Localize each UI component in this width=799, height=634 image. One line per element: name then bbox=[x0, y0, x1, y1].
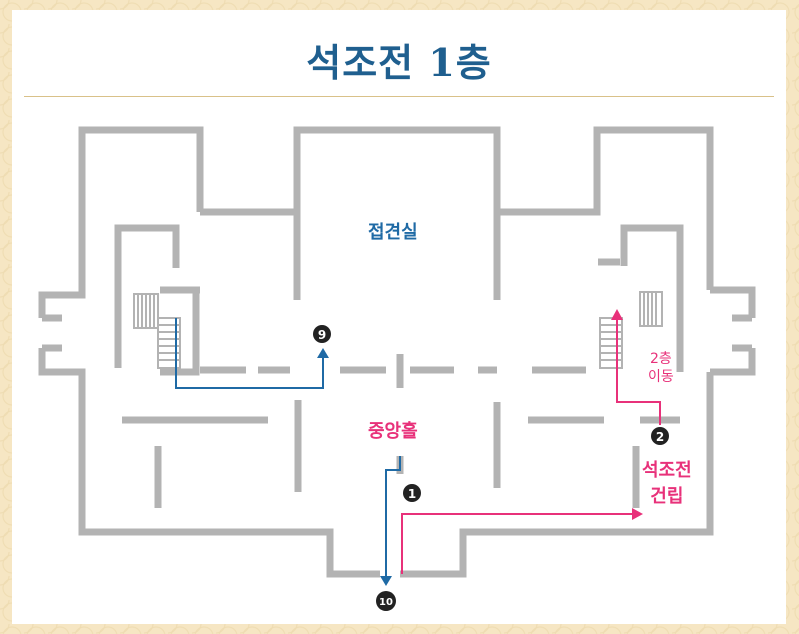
pink-route-stairs bbox=[616, 318, 661, 425]
blue-arrowhead-up bbox=[317, 348, 329, 358]
pink-route-entrance bbox=[401, 513, 634, 574]
blue-route-exit bbox=[385, 456, 401, 576]
room-label-reception: 접견실 bbox=[368, 222, 418, 243]
marker-9: 9 bbox=[313, 325, 331, 343]
pink-arrowhead-right bbox=[632, 508, 643, 520]
title-divider bbox=[24, 96, 774, 97]
right-stairs bbox=[599, 291, 663, 369]
marker-9-label: 9 bbox=[318, 328, 326, 342]
marker-1-label: 1 bbox=[408, 487, 416, 501]
blue-arrowhead-down bbox=[380, 576, 392, 586]
walls bbox=[38, 126, 756, 578]
blue-route-stairs bbox=[175, 318, 324, 389]
left-stairs bbox=[133, 293, 181, 369]
pink-arrowhead-up bbox=[611, 309, 623, 320]
route-label-building-info-line2: 건립 bbox=[650, 486, 684, 507]
marker-2: 2 bbox=[651, 427, 669, 445]
room-label-central-hall: 중앙홀 bbox=[368, 421, 418, 442]
marker-2-label: 2 bbox=[656, 430, 664, 444]
marker-1: 1 bbox=[403, 484, 421, 502]
route-label-building-info-line1: 석조전 bbox=[642, 460, 692, 481]
route-label-second-floor-line1: 2층 bbox=[649, 351, 672, 367]
marker-10-label: 10 bbox=[379, 597, 393, 608]
route-label-second-floor-line2: 이동 bbox=[648, 369, 674, 385]
page-title: 석조전 1층 bbox=[306, 40, 492, 85]
marker-10: 10 bbox=[376, 591, 396, 611]
route-label-building-info: 석조전 건립 bbox=[642, 458, 692, 510]
route-label-second-floor: 2층 이동 bbox=[648, 350, 674, 386]
